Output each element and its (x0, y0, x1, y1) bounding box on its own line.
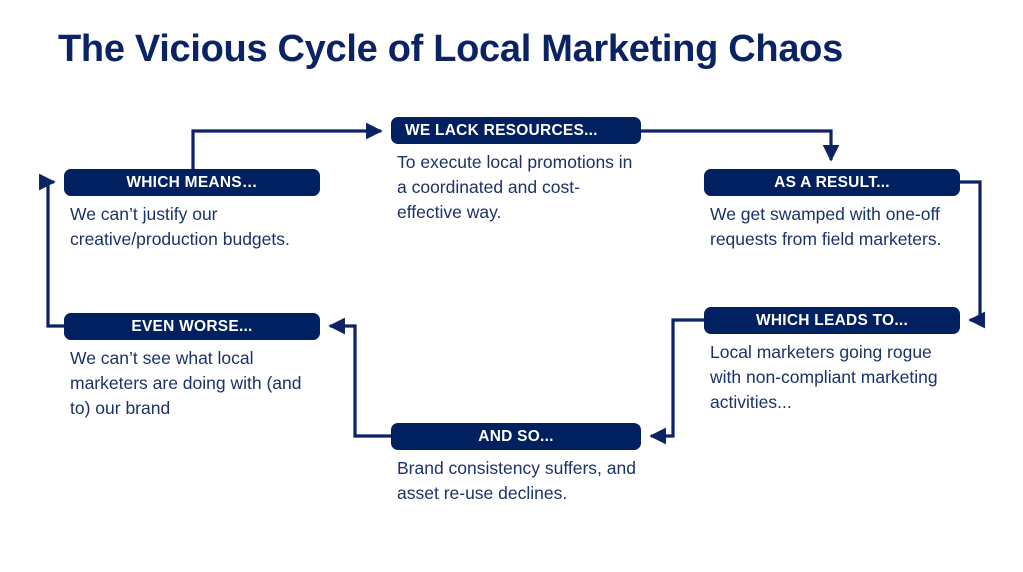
node-header-even-worse: EVEN WORSE... (64, 313, 320, 340)
node-body-which-leads-to: Local marketers going rogue with non-com… (710, 342, 938, 412)
node-as-a-result[interactable]: AS A RESULT... We get swamped with one-o… (704, 169, 960, 252)
node-and-so[interactable]: AND SO... Brand consistency suffers, and… (391, 423, 641, 506)
node-body-and-so: Brand consistency suffers, and asset re-… (397, 458, 636, 503)
node-we-lack-resources[interactable]: WE LACK RESOURCES... To execute local pr… (391, 117, 641, 225)
node-even-worse[interactable]: EVEN WORSE... We can’t see what local ma… (64, 313, 320, 421)
node-which-leads-to[interactable]: WHICH LEADS TO... Local marketers going … (704, 307, 960, 415)
connector-andso-to-worse (328, 317, 391, 438)
node-body-even-worse: We can’t see what local marketers are do… (70, 348, 302, 418)
connector-lack-to-result (641, 129, 840, 162)
node-body-as-a-result: We get swamped with one-off requests fro… (710, 204, 942, 249)
node-header-we-lack-resources: WE LACK RESOURCES... (391, 117, 641, 144)
connector-means-to-lack (191, 122, 383, 169)
connector-leads-to-andso (649, 318, 704, 445)
node-header-as-a-result: AS A RESULT... (704, 169, 960, 196)
node-header-and-so: AND SO... (391, 423, 641, 450)
node-header-which-leads-to: WHICH LEADS TO... (704, 307, 960, 334)
node-header-which-means: WHICH MEANS… (64, 169, 320, 196)
page-title: The Vicious Cycle of Local Marketing Cha… (58, 28, 843, 70)
node-which-means[interactable]: WHICH MEANS… We can’t justify our creati… (64, 169, 320, 252)
node-body-which-means: We can’t justify our creative/production… (70, 204, 290, 249)
connector-result-to-leads (960, 180, 985, 329)
connector-worse-to-means (39, 173, 64, 328)
node-body-we-lack-resources: To execute local promotions in a coordin… (397, 152, 633, 222)
